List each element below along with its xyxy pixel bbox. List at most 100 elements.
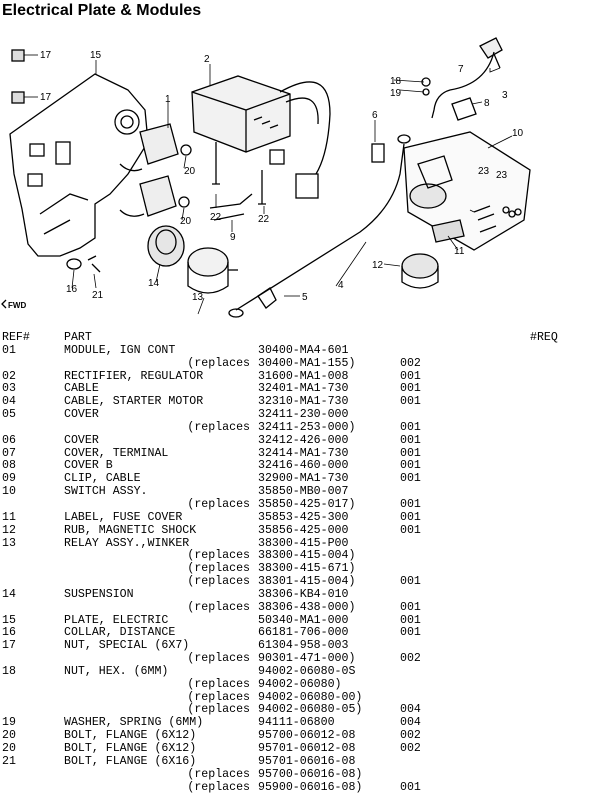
bolt-20-upper bbox=[180, 144, 192, 156]
callout-16: 16 bbox=[66, 284, 78, 295]
callout-4: 4 bbox=[338, 280, 344, 291]
winker-relay-drawing bbox=[187, 247, 238, 294]
part-number-cell: 38301-415-004) bbox=[258, 575, 356, 589]
req-cell bbox=[400, 679, 440, 692]
ref-cell: 14 bbox=[2, 587, 16, 601]
part-cell: NUT, SPECIAL (6X7) bbox=[64, 639, 190, 653]
ref-cell bbox=[2, 692, 64, 705]
part-number-cell: 35850-MB0-007 bbox=[258, 485, 349, 499]
ref-cell bbox=[2, 782, 64, 795]
part-number-cell: 94002-06080-05) bbox=[258, 703, 363, 717]
callout-17b: 17 bbox=[40, 92, 52, 103]
part-number-cell: 50340-MA1-000 bbox=[258, 613, 349, 627]
part-number-cell: 61304-958-003 bbox=[258, 639, 349, 653]
part-number-cell: 94111-06800 bbox=[258, 716, 335, 730]
part-cell: SUSPENSION bbox=[64, 587, 134, 601]
ref-cell bbox=[2, 653, 64, 666]
req-cell bbox=[400, 756, 440, 769]
callout-20a: 20 bbox=[184, 166, 196, 177]
header-part: PART bbox=[64, 331, 92, 344]
ref-cell: 06 bbox=[2, 433, 16, 447]
req-cell bbox=[400, 769, 440, 782]
callout-23a: 23 bbox=[478, 166, 490, 177]
part-cell: COVER bbox=[64, 433, 99, 447]
part-number-cell: 35856-425-000 bbox=[258, 523, 349, 537]
part-cell: COVER B bbox=[64, 459, 113, 473]
cover-b-drawing bbox=[451, 97, 477, 121]
ref-cell bbox=[2, 679, 64, 692]
part-number-cell: 32412-426-000 bbox=[258, 433, 349, 447]
part-number-cell: 38300-415-004) bbox=[258, 549, 356, 563]
part-cell: LABEL, FUSE COVER bbox=[64, 510, 183, 524]
ref-cell: 05 bbox=[2, 408, 16, 422]
callout-19: 19 bbox=[390, 88, 402, 99]
magnetic-rub-drawing bbox=[401, 253, 439, 289]
header-ref: REF# bbox=[2, 331, 30, 344]
ref-cell: 18 bbox=[2, 664, 16, 678]
ref-cell: 19 bbox=[2, 716, 16, 730]
collar-drawing bbox=[66, 258, 82, 270]
req-cell: 001 bbox=[400, 472, 421, 486]
req-cell bbox=[400, 538, 440, 551]
part-number-cell: 30400-MA1-155) bbox=[258, 356, 356, 370]
part-number-cell: 38306-438-000) bbox=[258, 600, 356, 614]
ref-cell: 20 bbox=[2, 742, 16, 755]
req-cell: 001 bbox=[400, 613, 421, 627]
req-cell: 001 bbox=[400, 523, 421, 537]
parts-list-header: REF# PART #REQ bbox=[2, 331, 606, 345]
replaces-label: (replaces bbox=[187, 420, 250, 434]
part-number-cell: 95701-06016-08 bbox=[258, 754, 356, 768]
req-cell: 004 bbox=[400, 716, 421, 730]
part-number-cell: 38300-415-P00 bbox=[258, 536, 349, 550]
header-req: #REQ bbox=[530, 331, 558, 344]
ref-cell: 16 bbox=[2, 626, 16, 640]
part-number-cell: 32900-MA1-730 bbox=[258, 472, 349, 486]
callout-11: 11 bbox=[454, 246, 465, 257]
part-cell: CABLE, STARTER MOTOR bbox=[64, 395, 204, 409]
part-number-cell: 95700-06012-08 bbox=[258, 729, 356, 743]
ref-cell: 15 bbox=[2, 613, 16, 627]
part-number-cell: 94002-06080-00) bbox=[258, 690, 363, 704]
ref-cell bbox=[2, 499, 64, 512]
part-number-cell: 31600-MA1-008 bbox=[258, 369, 349, 383]
callout-22b: 22 bbox=[258, 214, 270, 225]
replaces-label: (replaces bbox=[187, 356, 250, 370]
part-cell: BOLT, FLANGE (6X12) bbox=[64, 729, 197, 743]
rectifier-drawing bbox=[191, 75, 331, 199]
part-cell: COLLAR, DISTANCE bbox=[64, 626, 176, 640]
req-cell: 002 bbox=[400, 356, 421, 370]
fuse-label-drawing bbox=[431, 219, 465, 243]
callout-8: 8 bbox=[484, 98, 490, 109]
part-cell: BOLT, FLANGE (6X12) bbox=[64, 742, 197, 755]
part-number-cell: 90301-471-000) bbox=[258, 652, 356, 666]
cable-clip-drawing bbox=[209, 193, 253, 221]
part-number-cell: 95700-06016-08) bbox=[258, 767, 363, 781]
replaces-label: (replaces bbox=[187, 575, 250, 589]
req-cell: 001 bbox=[400, 497, 421, 511]
cover-6-drawing bbox=[371, 143, 385, 163]
fwd-label: FWD bbox=[8, 301, 26, 310]
ref-cell: 03 bbox=[2, 382, 16, 396]
part-number-cell: 95701-06012-08 bbox=[258, 742, 356, 755]
ref-cell: 04 bbox=[2, 395, 16, 409]
bolt-22-left bbox=[212, 142, 220, 185]
ref-cell: 13 bbox=[2, 536, 16, 550]
callout-18: 18 bbox=[390, 76, 402, 87]
part-cell: PLATE, ELECTRIC bbox=[64, 613, 169, 627]
